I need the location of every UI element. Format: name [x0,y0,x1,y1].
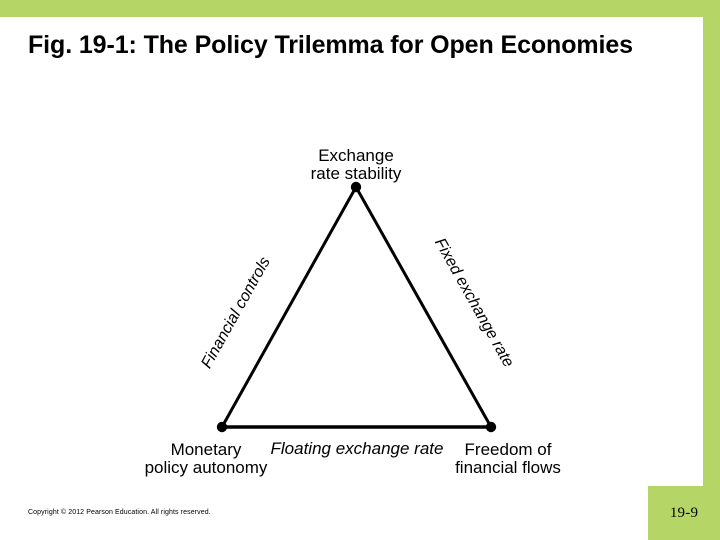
edge-label-floating-exchange-rate: Floating exchange rate [271,439,444,458]
vertex-label-top-line2: rate stability [311,164,402,183]
vertex-label-top-line1: Exchange [318,146,394,165]
vertex-dot-top [350,181,362,193]
vertex-dot-bottom-right [485,421,497,433]
vertex-label-bottom-right: Freedom of financial flows [455,440,561,477]
page-number-block [648,486,720,540]
vertex-label-bottom-left-line1: Monetary [171,440,242,459]
vertex-label-bottom-left-line2: policy autonomy [145,458,268,477]
vertex-dot-bottom-left [216,421,228,433]
trilemma-figure: Exchange rate stability Monetary policy … [0,100,703,480]
triangle-outline [220,185,493,429]
page-title: Fig. 19-1: The Policy Trilemma for Open … [28,31,633,59]
right-accent-band [703,17,720,486]
triangle-edge-right [354,185,493,429]
copyright-notice: Copyright © 2012 Pearson Education. All … [28,509,211,516]
edge-label-fixed-exchange-rate: Fixed exchange rate [431,235,517,370]
page-number: 19-9 [669,504,699,521]
vertex-label-bottom-right-line2: financial flows [455,458,561,477]
vertex-label-bottom-right-line1: Freedom of [465,440,552,459]
vertex-label-bottom-left: Monetary policy autonomy [145,440,268,477]
triangle-edge-left [220,185,358,429]
top-accent-band [0,0,720,17]
vertex-label-top: Exchange rate stability [311,146,402,183]
